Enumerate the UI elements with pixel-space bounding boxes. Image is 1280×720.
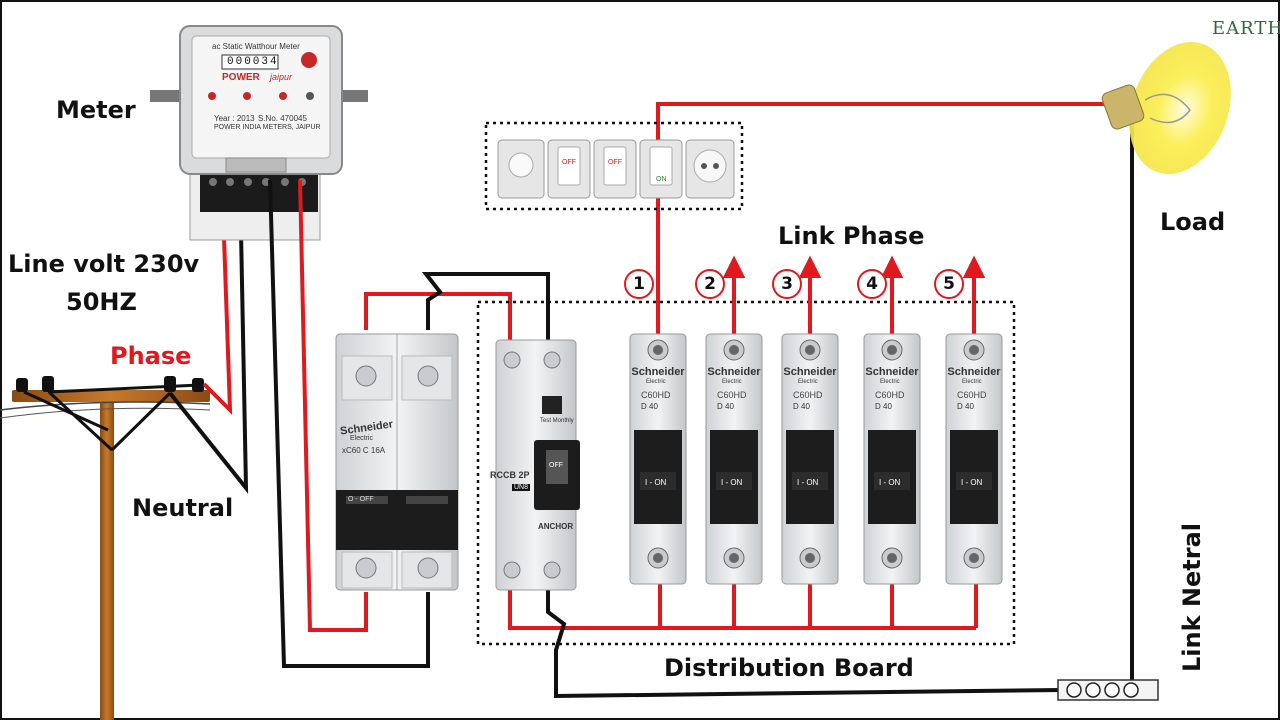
meter-title: ac Static Watthour Meter	[212, 42, 300, 51]
load-label: Load	[1160, 208, 1226, 236]
phase-label: Phase	[110, 342, 192, 370]
main-breaker	[335, 333, 459, 591]
mcb-1	[629, 333, 687, 585]
mcb-row	[629, 333, 1003, 585]
rccb	[495, 339, 580, 591]
mcb-4	[863, 333, 921, 585]
mcb-3-brand: Schneider	[783, 366, 837, 378]
circuit-number-4: 4	[857, 269, 887, 299]
mcb-4-model: C60HD	[875, 390, 905, 400]
mcb-1-model: C60HD	[641, 390, 671, 400]
neutral-link-bar	[1057, 679, 1159, 701]
rccb-name: RCCB 2P	[490, 470, 530, 480]
breaker-to-rccb-phase	[364, 292, 512, 340]
mcb-1-rating: D 40	[641, 402, 658, 411]
earth-logo: EARTH	[1212, 18, 1280, 39]
rccb-state: OFF	[549, 462, 563, 469]
main-breaker-sub: Electric	[350, 435, 373, 442]
frequency-label: 50HZ	[66, 288, 137, 316]
circuit1-phase-wire	[656, 102, 1108, 334]
phase-input-wire	[202, 179, 233, 416]
light-bulb	[1101, 42, 1231, 174]
mcb-5	[945, 333, 1003, 585]
meter-phase-out-wire	[298, 179, 368, 632]
mcb-2-rating: D 40	[717, 402, 734, 411]
circuit-number-3: 3	[772, 269, 802, 299]
mcb-5-sub: Electric	[962, 379, 982, 385]
mcb-2-state: I - ON	[721, 478, 743, 487]
mcb-3-sub: Electric	[798, 379, 818, 385]
link-phase-label: Link Phase	[778, 222, 925, 250]
meter-brand-sub: jaipur	[270, 72, 293, 82]
meter-brand: POWER	[222, 72, 260, 83]
mcb-1-state: I - ON	[645, 478, 667, 487]
mcb-4-rating: D 40	[875, 402, 892, 411]
meter-year: Year : 2013	[214, 114, 255, 123]
meter-reading: 000034	[227, 56, 279, 68]
main-breaker-state: O - OFF	[348, 496, 374, 503]
switch-2-state: OFF	[608, 159, 622, 166]
link-neutral-label: Link Netral	[1178, 522, 1206, 672]
mcb-5-state: I - ON	[961, 478, 983, 487]
utility-pole	[0, 376, 211, 720]
neutral-to-link-wire	[546, 590, 1063, 699]
mcb-3-model: C60HD	[793, 390, 823, 400]
mcb-2	[705, 333, 763, 585]
breaker-to-rccb-neutral	[421, 272, 550, 340]
mcb-4-brand: Schneider	[865, 366, 919, 378]
circuit-number-2: 2	[695, 269, 725, 299]
energy-meter	[150, 25, 368, 241]
distribution-board-label: Distribution Board	[664, 654, 914, 682]
mcb-2-brand: Schneider	[707, 366, 761, 378]
switch-3-state: ON	[656, 176, 667, 183]
phase-busbar	[508, 590, 976, 630]
line-volt-label: Line volt 230v	[8, 250, 200, 278]
mcb-feed-wires	[658, 584, 978, 628]
outgoing-arrows	[722, 255, 986, 334]
neutral-input-wire	[168, 179, 249, 494]
mcb-1-brand: Schneider	[631, 366, 685, 378]
mcb-5-brand: Schneider	[947, 366, 1001, 378]
mcb-4-sub: Electric	[880, 379, 900, 385]
meter-label: Meter	[56, 96, 136, 124]
mcb-2-model: C60HD	[717, 390, 747, 400]
mcb-3-state: I - ON	[797, 478, 819, 487]
circuit-number-5: 5	[934, 269, 964, 299]
mcb-2-sub: Electric	[722, 379, 742, 385]
distribution-board-outline	[476, 300, 1016, 646]
mcb-1-sub: Electric	[646, 379, 666, 385]
switch-panel	[484, 121, 744, 211]
mcb-5-rating: D 40	[957, 402, 974, 411]
rccb-test-label: Test Monthly	[540, 418, 574, 424]
mcb-3-rating: D 40	[793, 402, 810, 411]
rccb-brand: ANCHOR	[538, 522, 574, 531]
mcb-5-model: C60HD	[957, 390, 987, 400]
meter-serial: S.No. 470045	[258, 114, 307, 123]
meter-maker: POWER INDIA METERS, JAIPUR	[214, 124, 321, 131]
mcb-4-state: I - ON	[879, 478, 901, 487]
neutral-label: Neutral	[132, 494, 234, 522]
mcb-3	[781, 333, 839, 585]
circuit-number-1: 1	[624, 269, 654, 299]
meter-neutral-out-wire	[268, 179, 430, 668]
rccb-badge: UN8	[512, 484, 531, 491]
switch-1-state: OFF	[562, 159, 576, 166]
main-breaker-model: xC60 C 16A	[342, 446, 386, 455]
